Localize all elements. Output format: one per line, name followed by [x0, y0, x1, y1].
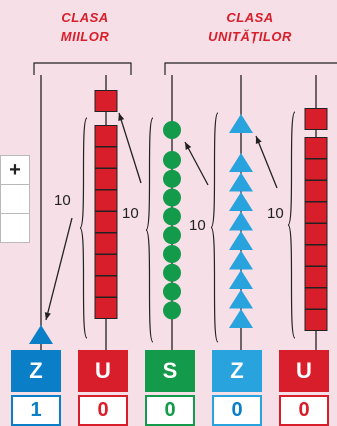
triangle-counter	[229, 211, 253, 231]
circle-counter	[163, 188, 181, 207]
column-header-hundreds: S	[145, 350, 195, 392]
circle-counter	[163, 226, 181, 245]
circle-counter	[163, 121, 181, 139]
square-counter	[304, 137, 328, 159]
ten-squares-brace	[287, 111, 296, 339]
column-value-units: 0	[279, 395, 329, 426]
arrow-head	[255, 136, 262, 144]
arrow-head	[185, 142, 192, 150]
column-value-hundreds: 0	[145, 395, 195, 426]
ten-squares-brace	[79, 117, 88, 339]
column-digit: 0	[231, 399, 243, 421]
square-counter	[94, 232, 118, 255]
column-header-thousands: Z	[11, 350, 61, 392]
square-counter	[94, 275, 118, 298]
thousands-class-heading: CLASA MIILOR	[26, 8, 144, 46]
column-letter: U	[95, 358, 111, 383]
square-counter	[304, 158, 328, 181]
column-digit: 1	[30, 399, 42, 421]
operation-table: +	[0, 155, 30, 243]
triangle-counter	[229, 270, 253, 289]
square-counter	[304, 223, 328, 245]
square-counter	[94, 125, 118, 147]
circle-counter	[163, 169, 181, 188]
triangle-counter	[229, 309, 253, 328]
column-digit: 0	[298, 399, 310, 421]
column-letter: Z	[230, 358, 244, 383]
exchange-label-10: 10	[267, 205, 284, 222]
triangle-counter	[229, 250, 253, 270]
ten-triangles-brace	[210, 112, 219, 343]
ten-group-braces	[79, 111, 296, 343]
column-header-units: U	[279, 350, 329, 392]
square-counter	[304, 201, 328, 224]
triangle-counter	[29, 325, 53, 344]
exchange-label-10: 10	[122, 205, 139, 222]
exchange-arrow	[184, 141, 209, 186]
square-counter	[94, 146, 118, 169]
abacus-beads	[29, 90, 328, 344]
square-counter	[304, 266, 328, 288]
square-counter	[304, 180, 328, 202]
thousands-class-heading-line2: MIILOR	[60, 29, 110, 44]
units-class-heading: CLASA UNITĂȚILOR	[168, 8, 332, 46]
exchange-arrow	[118, 112, 142, 184]
triangle-counter	[229, 289, 253, 309]
column-digit: 0	[97, 399, 109, 421]
units-class-bracket	[164, 62, 337, 75]
operation-cell	[0, 213, 30, 243]
circle-counter	[163, 151, 181, 169]
class-brackets	[33, 62, 337, 75]
circle-counter	[163, 245, 181, 263]
circle-counter	[163, 263, 181, 282]
column-header-tens-of-thousands: U	[78, 350, 128, 392]
column-letter: U	[296, 358, 312, 383]
circle-counter	[163, 207, 181, 226]
column-value-tens: 0	[212, 395, 262, 426]
column-value-thousands: 1	[11, 395, 61, 426]
exchange-label-10: 10	[189, 217, 206, 234]
square-counter	[304, 309, 328, 331]
column-header-tens: Z	[212, 350, 262, 392]
square-counter	[94, 189, 118, 212]
units-class-heading-line2: UNITĂȚILOR	[208, 29, 292, 44]
circle-counter	[163, 301, 181, 320]
exchange-arrow	[255, 135, 278, 189]
ten-circles-brace	[145, 117, 154, 343]
thousands-class-heading-line1: CLASA	[61, 10, 109, 25]
square-counter	[94, 211, 118, 233]
units-class-heading-line1: CLASA	[226, 10, 274, 25]
square-counter	[94, 90, 118, 112]
arrow-head	[118, 113, 125, 121]
exchange-label-10: 10	[54, 192, 71, 209]
exchange-arrows	[44, 112, 278, 321]
thousands-class-bracket	[33, 62, 132, 75]
square-counter	[94, 297, 118, 319]
exchange-arrow	[45, 217, 73, 321]
triangle-counter	[229, 153, 253, 172]
triangle-counter	[229, 192, 253, 211]
triangle-counter	[229, 172, 253, 192]
circle-counter	[163, 282, 181, 301]
triangle-counter	[229, 114, 253, 133]
triangle-counter	[229, 231, 253, 250]
column-letter: Z	[29, 358, 43, 383]
plus-sign: +	[0, 155, 30, 185]
square-counter	[304, 287, 328, 310]
operation-cell	[0, 184, 30, 214]
column-value-tens-of-thousands: 0	[78, 395, 128, 426]
square-counter	[94, 254, 118, 276]
arrow-head	[44, 312, 51, 320]
square-counter	[94, 168, 118, 190]
column-digit: 0	[164, 399, 176, 421]
column-letter: S	[162, 358, 178, 383]
square-counter	[304, 108, 328, 130]
square-counter	[304, 244, 328, 267]
